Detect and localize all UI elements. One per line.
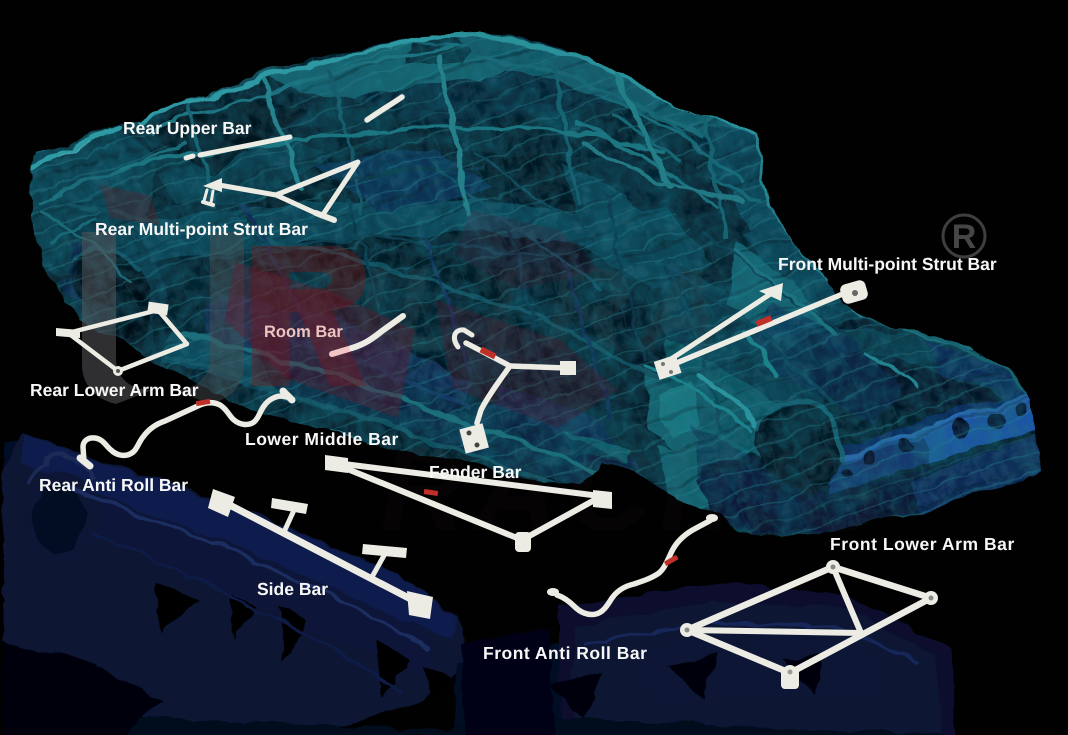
svg-text:Room Bar: Room Bar — [264, 323, 343, 341]
svg-text:Front Multi-point Strut Bar: Front Multi-point Strut Bar — [778, 254, 997, 274]
svg-text:Side Bar: Side Bar — [257, 579, 328, 599]
svg-text:Rear Multi-point Strut Bar: Rear Multi-point Strut Bar — [95, 219, 308, 239]
svg-text:Fender Bar: Fender Bar — [429, 462, 522, 482]
svg-text:RACING: RACING — [380, 424, 893, 556]
svg-text:R: R — [952, 218, 977, 256]
svg-text:ULTRA: ULTRA — [300, 244, 731, 376]
svg-text:Front Anti Roll Bar: Front Anti Roll Bar — [483, 643, 647, 663]
svg-text:Front Lower Arm Bar: Front Lower Arm Bar — [830, 534, 1015, 554]
svg-text:Rear Anti Roll Bar: Rear Anti Roll Bar — [39, 475, 188, 495]
svg-text:Lower Middle Bar: Lower Middle Bar — [245, 429, 399, 449]
svg-text:Rear Upper Bar: Rear Upper Bar — [123, 118, 252, 138]
svg-text:Rear Lower Arm Bar: Rear Lower Arm Bar — [30, 380, 199, 400]
